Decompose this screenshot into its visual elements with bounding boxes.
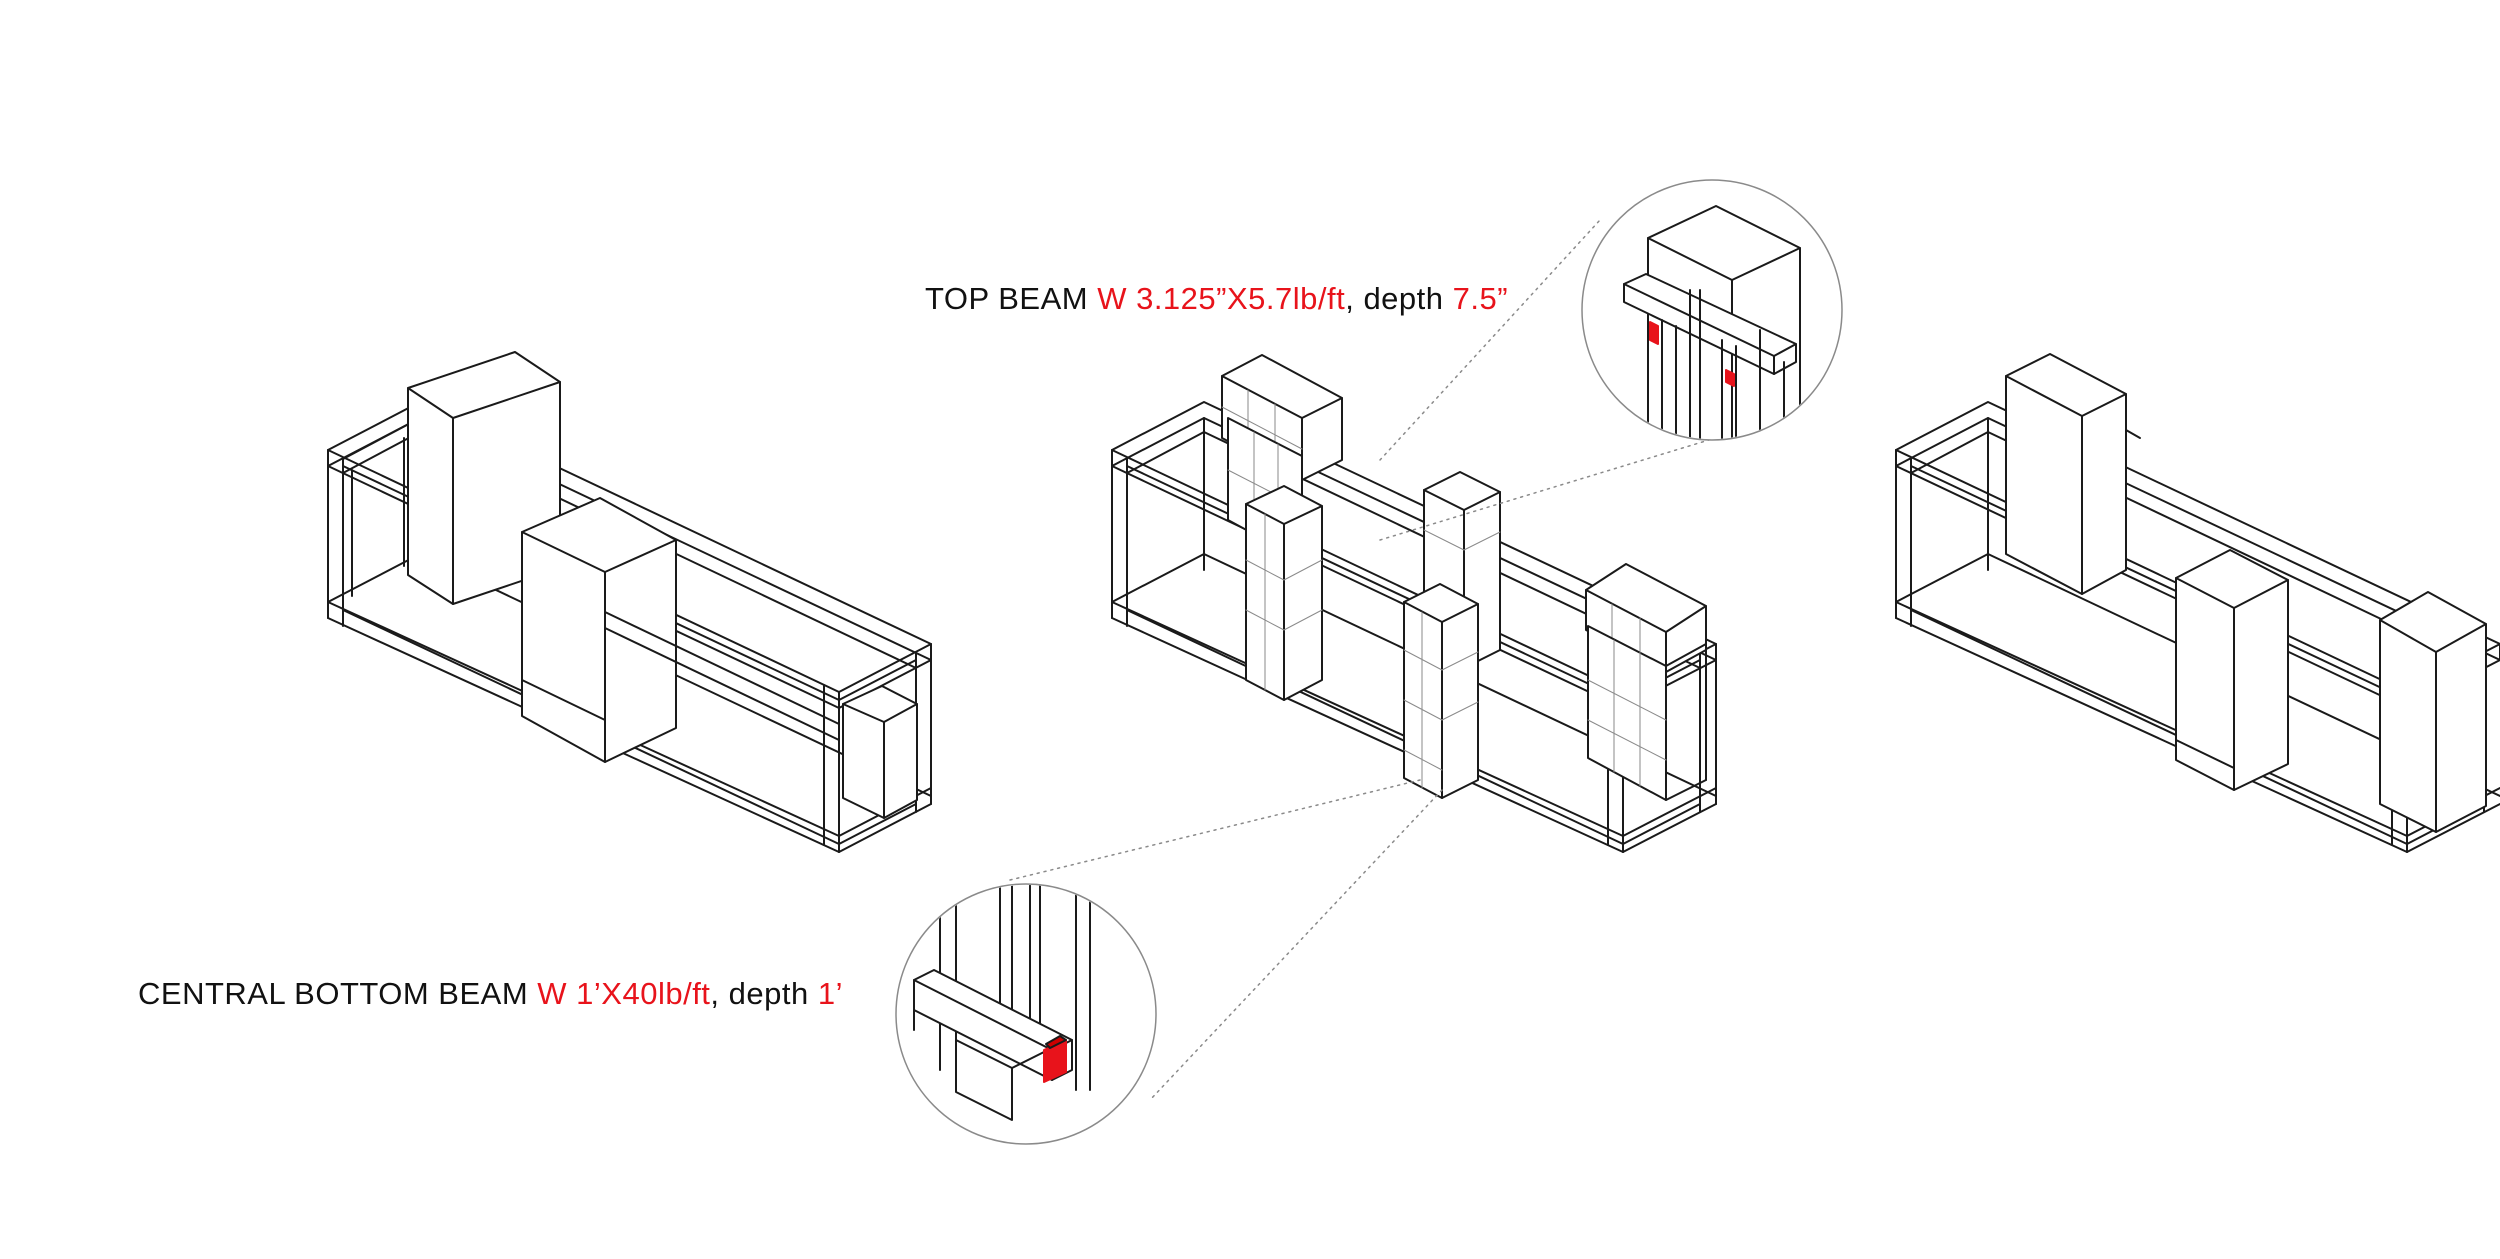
top-beam-depth: 7.5”: [1452, 281, 1509, 316]
top-beam-detail: [1581, 179, 1843, 441]
bottom-beam-spec: W 1’X40lb/ft: [537, 976, 711, 1011]
top-beam-name: TOP BEAM: [925, 281, 1089, 316]
gridded-column-4: [1403, 583, 1479, 799]
detail-leader-lines: [1009, 219, 1723, 1101]
bottom-beam-depth-prefix: , depth: [710, 976, 818, 1011]
top-beam-spec: W 3.125”X5.7lb/ft: [1097, 281, 1346, 316]
gridded-column-2: [1245, 485, 1323, 701]
frame-left: [327, 351, 932, 853]
top-beam-depth-prefix: , depth: [1345, 281, 1453, 316]
central-bottom-beam-label: CENTRAL BOTTOM BEAM W 1’X40lb/ft, depth …: [138, 976, 843, 1012]
bottom-beam-detail: [895, 883, 1157, 1145]
frame-center: [1111, 354, 1717, 853]
bottom-beam-depth: 1’: [817, 976, 843, 1011]
gridded-column-5: [1585, 563, 1707, 801]
frame-right: [1895, 353, 2500, 853]
bottom-beam-name: CENTRAL BOTTOM BEAM: [138, 976, 529, 1011]
top-beam-label: TOP BEAM W 3.125”X5.7lb/ft, depth 7.5”: [925, 281, 1508, 317]
